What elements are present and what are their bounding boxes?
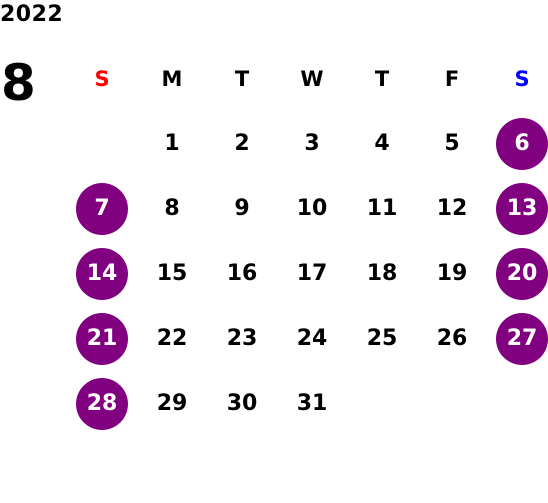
day-cell [67, 111, 137, 176]
day-cell: 15 [137, 241, 207, 306]
day-number: 22 [156, 326, 188, 351]
weekday-sunday: S [94, 66, 110, 91]
day-number: 19 [436, 261, 468, 286]
day-number: 7 [76, 182, 128, 235]
day-cell: 5 [417, 111, 487, 176]
day-cell [347, 371, 417, 436]
weekday-wednesday: W [300, 66, 324, 91]
day-cell: 31 [277, 371, 347, 436]
day-number: 26 [436, 326, 468, 351]
day-number: 17 [296, 261, 328, 286]
day-cell: 24 [277, 306, 347, 371]
weekday-friday: F [444, 66, 460, 91]
day-number: 18 [366, 261, 398, 286]
day-cell: 27 [487, 306, 548, 371]
day-cell: 7 [67, 176, 137, 241]
day-cell: 6 [487, 111, 548, 176]
day-number: 21 [76, 312, 128, 365]
day-number: 12 [436, 196, 468, 221]
day-cell: 12 [417, 176, 487, 241]
day-cell: 23 [207, 306, 277, 371]
day-cell [487, 371, 548, 436]
day-number [496, 378, 548, 430]
day-cell: 14 [67, 241, 137, 306]
day-number [426, 378, 478, 430]
day-number: 14 [76, 247, 128, 300]
day-number: 2 [234, 131, 250, 156]
day-number: 28 [76, 377, 128, 430]
calendar-grid: S M T W T F S 1 2 3 4 5 6 7 8 9 10 11 12… [67, 46, 548, 436]
day-number: 29 [156, 391, 188, 416]
day-cell: 10 [277, 176, 347, 241]
day-cell: 20 [487, 241, 548, 306]
month-number: 8 [1, 54, 36, 112]
day-number: 13 [496, 182, 548, 235]
day-number [76, 118, 128, 170]
day-cell: 1 [137, 111, 207, 176]
day-number: 30 [226, 391, 258, 416]
day-cell: 22 [137, 306, 207, 371]
day-number: 24 [296, 326, 328, 351]
day-cell: 18 [347, 241, 417, 306]
weekday-monday: M [161, 66, 183, 91]
day-number: 8 [164, 196, 180, 221]
day-cell: 16 [207, 241, 277, 306]
day-cell: 21 [67, 306, 137, 371]
day-cell: 25 [347, 306, 417, 371]
day-cell: 17 [277, 241, 347, 306]
day-cell: 2 [207, 111, 277, 176]
day-cell: 3 [277, 111, 347, 176]
day-number: 31 [296, 391, 328, 416]
day-number: 5 [444, 131, 460, 156]
day-number: 3 [304, 131, 320, 156]
day-number: 15 [156, 261, 188, 286]
weekday-saturday: S [514, 66, 530, 91]
day-number: 11 [366, 196, 398, 221]
day-number: 9 [234, 196, 250, 221]
weekday-thursday: T [374, 66, 390, 91]
day-number: 1 [164, 131, 180, 156]
day-number: 6 [496, 117, 548, 170]
day-cell: 13 [487, 176, 548, 241]
day-cell: 9 [207, 176, 277, 241]
day-cell: 11 [347, 176, 417, 241]
day-cell: 8 [137, 176, 207, 241]
day-number [356, 378, 408, 430]
day-cell: 26 [417, 306, 487, 371]
day-number: 27 [496, 312, 548, 365]
year-label: 2022 [0, 2, 64, 27]
day-number: 25 [366, 326, 398, 351]
weekday-tuesday: T [234, 66, 250, 91]
day-number: 4 [374, 131, 390, 156]
day-number: 16 [226, 261, 258, 286]
day-cell: 30 [207, 371, 277, 436]
day-number: 20 [496, 247, 548, 300]
day-cell: 4 [347, 111, 417, 176]
day-number: 23 [226, 326, 258, 351]
day-cell: 29 [137, 371, 207, 436]
day-cell [417, 371, 487, 436]
day-number: 10 [296, 196, 328, 221]
day-cell: 19 [417, 241, 487, 306]
day-cell: 28 [67, 371, 137, 436]
